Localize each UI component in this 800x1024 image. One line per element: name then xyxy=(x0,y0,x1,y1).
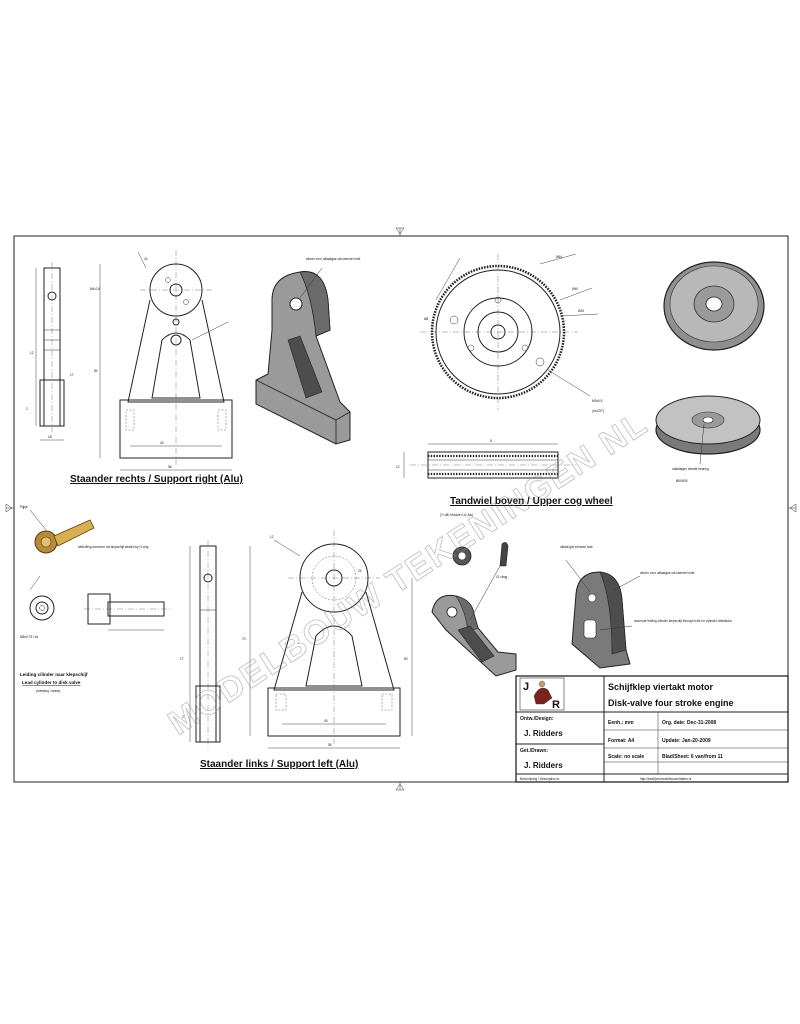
lead-cylinder-sub: (messing / brass) xyxy=(36,689,60,693)
lead-cylinder-label: Leiding cilinder naar klepschijf xyxy=(20,672,88,677)
dim-label: 17 xyxy=(180,657,184,661)
pipe-note: afdichting doorvoer via klepschijf seale… xyxy=(78,545,149,549)
m5-thread-note: M5x0.75 / 6x xyxy=(20,635,39,639)
dim-label: 8 xyxy=(490,439,492,443)
support-left-3d: O-ring uitlaat gat exhaust hole afvoer v… xyxy=(431,542,733,677)
dim-label: 18 xyxy=(48,435,52,439)
dim-label: 17 xyxy=(70,373,74,377)
exhaust-hole-callout: uitlaat gat exhaust hole xyxy=(560,545,593,549)
bearing-code: BK0609 xyxy=(676,479,688,483)
cog-wheel-subtitle: (T=48; Module 0.6; Alu) xyxy=(440,513,473,517)
lead-cylinder-label-en: Lead cylinder to disk valve xyxy=(22,680,81,685)
units-field: Eenh.: mm xyxy=(608,720,634,726)
dim-label: 40 xyxy=(324,719,328,723)
cog-wheel-title: Tandwiel boven / Upper cog wheel xyxy=(450,496,613,507)
title-en: Disk-valve four stroke engine xyxy=(608,698,734,708)
dim-label: M3x0.5 xyxy=(592,399,603,403)
dim-label: 80 xyxy=(94,369,98,373)
cylinder-hole-callout: doorvoer leiding cilinder-klepschijf thr… xyxy=(634,619,733,623)
pipe-detail: Pijpje afdichting doorvoer via klepschij… xyxy=(20,505,170,693)
url-field: http://bedrijvenmodelbouw/ridders.nl xyxy=(640,777,691,781)
dim-label: Ø8 xyxy=(424,317,428,321)
orig-date-field: Org. date: Dec-31-2008 xyxy=(662,720,716,726)
dim-label: M6-0.8 xyxy=(90,287,100,291)
dim-label: Ø64 xyxy=(556,255,562,259)
dim-label: 2 xyxy=(26,407,28,411)
dim-label: 70 xyxy=(242,637,246,641)
update-field: Update: Jan-20-2009 xyxy=(662,738,711,744)
support-right-title: Staander rechts / Support right (Alu) xyxy=(70,474,243,485)
title-block: J R Schijfklep viertakt motor Disk-valve… xyxy=(515,675,789,783)
dim-label: 24 xyxy=(358,569,362,573)
logo-letter-j: J xyxy=(523,681,529,693)
dim-label: (4x120°) xyxy=(592,409,604,413)
needle-bearing-callout: naaldlager needle bearing xyxy=(672,467,709,471)
exhaust-callout-right: afvoer voor uitlaatgas via tweede holte xyxy=(640,571,695,575)
pipe-label: Pijpje xyxy=(20,505,28,509)
scale-field: Scale: no scale xyxy=(608,754,644,760)
cog-wheel-view: Ø64 Ø40 Ø26 Ø8 M3x0.5 (4x120°) 12 8 Tand… xyxy=(396,253,613,517)
cog-wheel-3d: naaldlager needle bearing BK0609 xyxy=(655,261,765,483)
dim-label: 24 xyxy=(144,257,148,261)
dim-label: 12 xyxy=(270,535,274,539)
dim-label: 12 xyxy=(396,465,400,469)
dim-label: Ø40 xyxy=(572,287,578,291)
dim-label: 80 xyxy=(404,657,408,661)
dim-label: 12 xyxy=(30,351,34,355)
design-name: J. Ridders xyxy=(524,729,563,738)
format-field: Format: A4 xyxy=(608,738,634,744)
drawn-name: J. Ridders xyxy=(524,761,563,770)
ridders-logo: J R xyxy=(519,677,565,711)
dim-label: 56 xyxy=(328,743,332,747)
title-nl: Schijfklep viertakt motor xyxy=(608,682,714,692)
exhaust-callout: afvoer voor uitlaatgas via tweede holte xyxy=(306,257,361,261)
sheet-frame xyxy=(5,227,797,791)
support-left-title: Staander links / Support left (Alu) xyxy=(200,759,358,770)
dim-label: Ø26 xyxy=(578,309,584,313)
logo-letter-r: R xyxy=(552,699,560,711)
support-right-3d: afvoer voor uitlaatgas via tweede holte xyxy=(255,257,361,445)
support-left-view: 12 40 56 70 80 24 17 2 Staander links / … xyxy=(180,530,413,770)
dim-label: 2 xyxy=(182,715,184,719)
description-label: Beschrijving / Description in: xyxy=(520,777,560,781)
design-label: Ontw./Design: xyxy=(520,716,554,722)
dim-label: 56 xyxy=(168,465,172,469)
dim-label: 40 xyxy=(160,441,164,445)
support-right-view: M6-0.8 12 80 40 56 24 17 2 18 Staander r… xyxy=(26,250,243,485)
oring-label: O-ring xyxy=(496,574,507,579)
sheet-field: Blad/Sheet: 6 van/from 11 xyxy=(662,754,723,760)
drawn-label: Get./Drawn: xyxy=(520,748,548,754)
